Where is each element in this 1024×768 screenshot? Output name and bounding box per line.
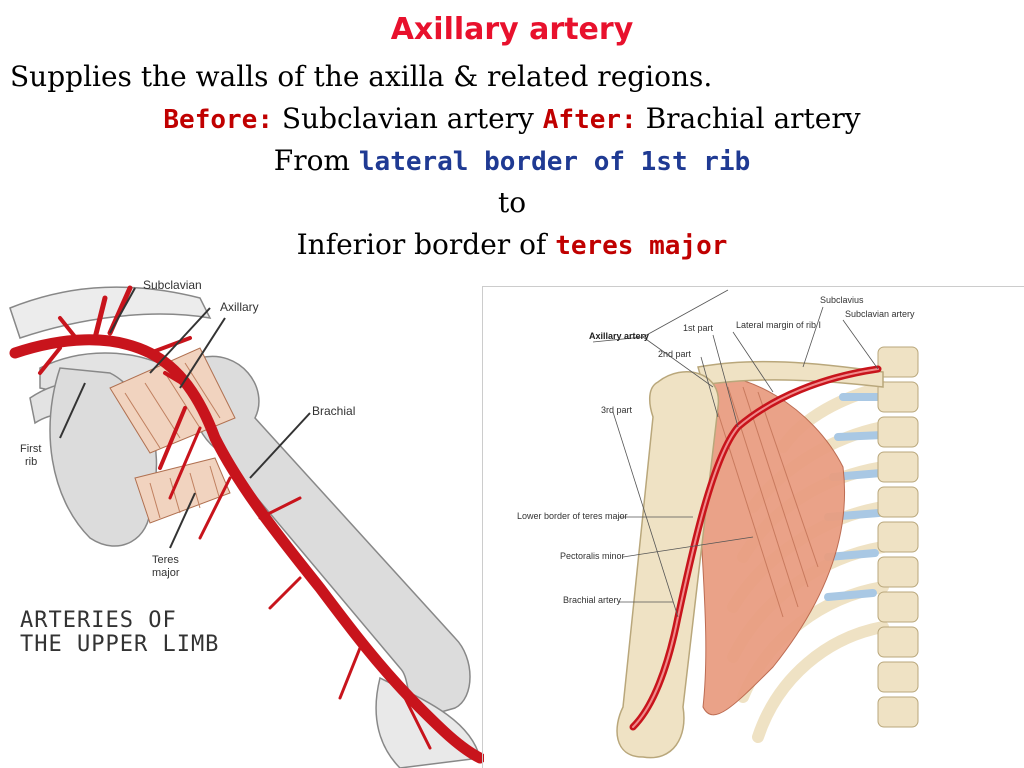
to-line: to	[497, 186, 527, 219]
label-axillary-artery: Axillary artery	[589, 331, 650, 341]
label-brachial: Brachial	[312, 404, 356, 418]
inferior-prefix: Inferior border of	[296, 228, 556, 261]
label-lateral-margin: Lateral margin of rib I	[736, 320, 822, 330]
caption-line-2: THE UPPER LIMB	[20, 632, 220, 657]
label-first-part: 1st part	[683, 323, 714, 333]
right-figure: Subclavius Subclavian artery Axillary ar…	[482, 286, 1024, 768]
label-third-part: 3rd part	[601, 405, 633, 415]
label-lower-border: Lower border of teres major	[517, 511, 628, 521]
label-subclavius: Subclavius	[820, 295, 864, 305]
after-text: Brachial artery	[636, 102, 861, 135]
before-after-line: Before: Subclavian artery After: Brachia…	[0, 102, 1024, 137]
inferior-emphasis: teres major	[555, 231, 728, 261]
label-brachial-artery: Brachial artery	[563, 595, 622, 605]
inferior-line: Inferior border of teres major	[0, 228, 1024, 263]
description-line: Supplies the walls of the axilla & relat…	[10, 60, 713, 93]
left-figure: Subclavian Axillary Brachial First rib T…	[0, 278, 484, 768]
upper-limb-illustration	[9, 285, 484, 768]
label-second-part: 2nd part	[658, 349, 692, 359]
before-label: Before:	[163, 105, 273, 135]
from-line: From lateral border of 1st rib	[0, 144, 1024, 179]
after-label: After:	[542, 105, 637, 135]
label-first-rib-2: rib	[25, 456, 38, 468]
label-first-rib-1: First	[20, 443, 42, 455]
slide-title: Axillary artery	[390, 12, 634, 47]
from-emphasis: lateral border of 1st rib	[358, 147, 751, 177]
label-subclavian-artery: Subclavian artery	[845, 309, 915, 319]
label-teres-1: Teres	[152, 554, 179, 566]
label-pectoralis-minor: Pectoralis minor	[560, 551, 625, 561]
label-teres-2: major	[152, 567, 180, 579]
before-text: Subclavian artery	[272, 102, 543, 135]
label-subclavian: Subclavian	[143, 278, 202, 292]
label-axillary: Axillary	[220, 300, 259, 314]
anatomy-illustration	[592, 289, 919, 759]
from-prefix: From	[273, 144, 359, 177]
caption-line-1: ARTERIES OF	[20, 608, 177, 633]
